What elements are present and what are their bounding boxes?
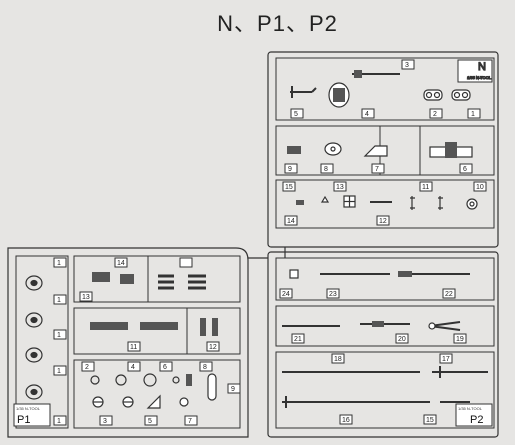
part-16: 16 xyxy=(282,396,430,425)
part-1-shackle: 1 xyxy=(451,89,481,119)
sprue-p2-name: P2 xyxy=(470,414,483,426)
part-num-n15: 15 xyxy=(285,184,293,191)
part-23: 23 xyxy=(320,273,390,299)
part-num-p1-1a: 1 xyxy=(57,260,61,267)
part-num-p1-5: 5 xyxy=(148,418,152,425)
part-24: 24 xyxy=(279,269,299,299)
part-6: 6 xyxy=(429,142,473,174)
part-num-p1-11: 12 xyxy=(209,344,217,351)
part-5-crank: 5 xyxy=(290,86,317,119)
part-num-p1-6: 6 xyxy=(163,364,167,371)
sprue-p1: 1 1 1 1 1 1/35 N-TOOL P1 14 13 xyxy=(7,247,268,438)
part-2-shackle: 2 xyxy=(423,89,443,119)
part-num-n1: 1 xyxy=(471,111,475,118)
part-num-p2-16: 16 xyxy=(342,417,350,424)
part-num-n14: 14 xyxy=(287,218,295,225)
part-num-n11: 11 xyxy=(422,184,429,191)
part-num-p2-17: 17 xyxy=(442,356,450,363)
part-num-n8: 8 xyxy=(324,166,328,173)
part-7: 7 xyxy=(363,145,388,174)
part-10: 11 xyxy=(90,322,178,352)
part-num-p1-8: 8 xyxy=(203,364,207,371)
part-num-n13: 13 xyxy=(336,184,344,191)
part-num-p1-1d: 1 xyxy=(57,368,61,375)
part-11: 12 xyxy=(200,318,220,352)
parts-2-9: 2 4 6 8 9 3 5 7 xyxy=(81,361,241,426)
part-17: 17 xyxy=(432,353,488,378)
part-num-p1-4: 4 xyxy=(131,364,135,371)
part-14: 14 xyxy=(284,215,298,226)
part-num-p2-20: 20 xyxy=(398,336,406,343)
part-num-p1-3: 3 xyxy=(103,418,107,425)
part-num-n2: 2 xyxy=(433,111,437,118)
part-num-p1-12: 13 xyxy=(82,294,90,301)
page-title: N、P1、P2 xyxy=(217,11,338,36)
part-num-p2-15: 15 xyxy=(426,417,434,424)
sprue-p1-subtitle: 1/35 N-TOOL xyxy=(16,406,41,411)
part-num-p1-13: 14 xyxy=(117,260,125,267)
part-num-n4: 4 xyxy=(365,111,369,118)
sprue-p1-name: P1 xyxy=(17,414,30,426)
part-11: 11 xyxy=(410,181,443,210)
part-21: 21 xyxy=(282,325,340,344)
part-num-n12: 12 xyxy=(379,218,387,225)
part-num-n7: 7 xyxy=(375,166,379,173)
sprue-p2-label: 1/35 N-TOOL P2 xyxy=(455,403,493,427)
part-14 xyxy=(158,257,206,290)
sprue-n-name: N xyxy=(478,61,486,73)
part-8: 8 xyxy=(320,142,342,174)
part-num-n9: 9 xyxy=(288,166,292,173)
part-12-13: 14 13 xyxy=(79,257,134,302)
part-num-p1-1e: 1 xyxy=(57,418,61,425)
part-12: 12 xyxy=(370,201,392,226)
part-22: 22 xyxy=(398,271,470,299)
part-18: 18 xyxy=(282,353,420,373)
part-num-p2-18: 18 xyxy=(334,356,342,363)
part-9: 9 xyxy=(284,146,301,174)
part-num-p1-10: 11 xyxy=(130,344,137,351)
sprue-p2-subtitle: 1/35 N-TOOL xyxy=(458,406,483,411)
part-num-n5: 5 xyxy=(294,111,298,118)
part-1-loops: 1 1 1 1 1 xyxy=(25,257,67,426)
part-num-p2-23: 23 xyxy=(329,291,337,298)
part-3-bar: 3 xyxy=(352,59,415,78)
part-13: 13 xyxy=(320,181,356,208)
part-15: 15 xyxy=(423,401,470,425)
part-num-p1-1b: 1 xyxy=(57,297,61,304)
sprue-p1-label: 1/35 N-TOOL P1 xyxy=(13,403,51,427)
part-15: 15 xyxy=(282,181,304,205)
sprue-n: N 1/35 N-TOOL 5 4 3 2 xyxy=(267,51,499,258)
sprue-n-label: N 1/35 N-TOOL xyxy=(457,59,493,83)
part-19: 19 xyxy=(428,321,467,344)
part-num-p2-21: 21 xyxy=(294,336,302,343)
part-20: 20 xyxy=(360,321,410,344)
part-10: 10 xyxy=(466,181,487,210)
part-num-p1-1c: 1 xyxy=(57,332,61,339)
part-num-p1-2: 2 xyxy=(85,364,89,371)
part-num-p1-7: 7 xyxy=(188,418,192,425)
part-num-p2-24: 24 xyxy=(282,291,290,298)
part-4-jack: 4 xyxy=(328,82,375,119)
part-num-p2-19: 19 xyxy=(456,336,464,343)
sprue-n-subtitle: 1/35 N-TOOL xyxy=(467,75,492,80)
part-num-p2-22: 22 xyxy=(445,291,453,298)
part-num-p1-9: 9 xyxy=(231,386,235,393)
part-num-n10: 10 xyxy=(476,184,484,191)
part-num-n3: 3 xyxy=(405,62,409,69)
part-num-n6: 6 xyxy=(463,166,467,173)
sprue-p2: 24 23 22 21 20 19 xyxy=(267,251,499,438)
